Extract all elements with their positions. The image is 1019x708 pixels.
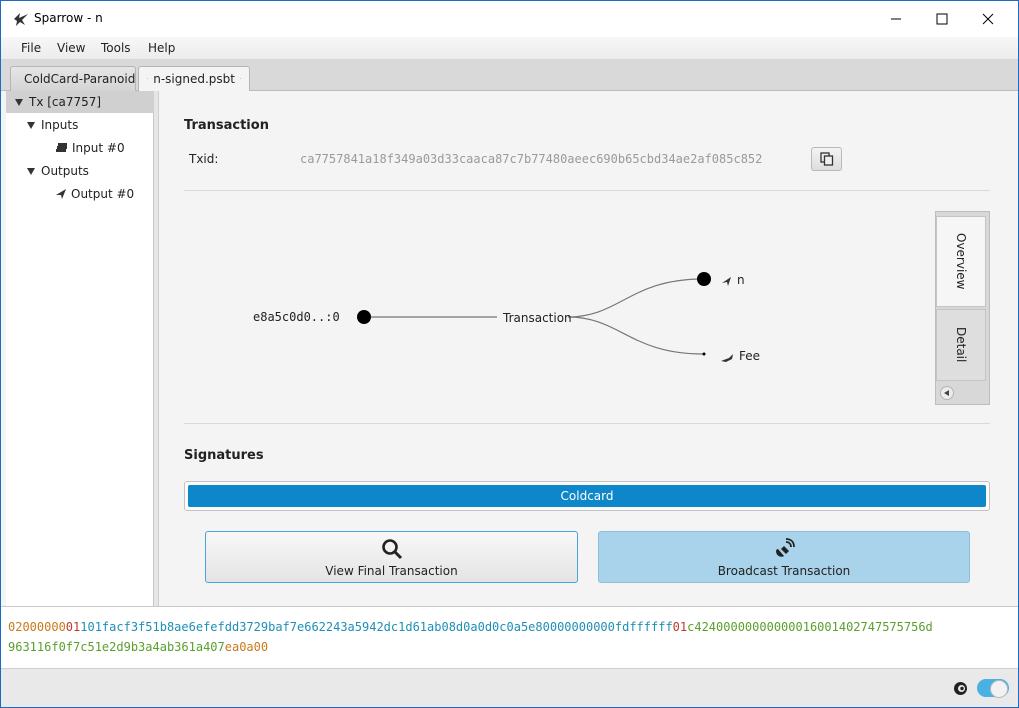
tree-item-output-0[interactable]: Output #0 xyxy=(6,183,154,205)
tree-item-inputs[interactable]: Inputs xyxy=(6,114,154,136)
chevron-down-icon[interactable] xyxy=(27,121,35,129)
transaction-heading: Transaction xyxy=(184,118,269,133)
hex-segment: c424000000000000 xyxy=(687,620,803,634)
tab-n-signed-psbt[interactable]: n-signed.psbt xyxy=(138,66,250,92)
connection-status-icon[interactable] xyxy=(953,681,968,696)
tree-item-input-0[interactable]: Input #0 xyxy=(6,137,154,159)
server-toggle[interactable] xyxy=(977,679,1009,698)
copy-txid-button[interactable] xyxy=(811,147,842,171)
transaction-diagram xyxy=(357,272,733,362)
chevron-down-icon[interactable] xyxy=(27,167,35,175)
close-icon xyxy=(982,13,994,25)
output-node[interactable] xyxy=(697,272,711,286)
tab-coldcard-paranoid[interactable]: ColdCard-Paranoid xyxy=(10,66,136,91)
hex-text: 0200000001101facf3f51b8ae6efefdd3729baf7… xyxy=(8,620,933,654)
broadcast-transaction-button[interactable]: Broadcast Transaction xyxy=(598,531,970,583)
menu-view[interactable]: View xyxy=(57,41,86,55)
hex-segment: 963116f0f7c51e2d9b3a4ab361a407 xyxy=(8,640,225,654)
hex-segment: 00000000 xyxy=(542,620,601,634)
tab-scroll-button[interactable] xyxy=(940,386,954,400)
tab-label: Overview xyxy=(954,233,968,290)
fee-icon xyxy=(721,354,733,362)
fee-node xyxy=(702,352,706,356)
transaction-panel: Transaction Txid: ca7757841a18f349a03d33… xyxy=(160,91,1018,606)
hex-segment: 16001402747575756d xyxy=(802,620,933,634)
menu-tools[interactable]: Tools xyxy=(101,41,131,55)
tree-item-tx[interactable]: Tx [ca7757] xyxy=(6,91,154,113)
close-window-button[interactable] xyxy=(965,1,1011,37)
send-icon xyxy=(722,277,731,286)
copy-icon xyxy=(819,152,833,166)
txid-label: Txid: xyxy=(189,152,219,166)
signatures-heading: Signatures xyxy=(184,448,264,463)
tree-item-label: Tx [ca7757] xyxy=(29,95,102,109)
tab-bar: ColdCard-Paranoid n-signed.psbt xyxy=(1,60,1018,92)
input-node[interactable] xyxy=(357,310,371,324)
title-bar: Sparrow - n xyxy=(1,1,1018,37)
divider xyxy=(184,423,990,424)
button-label: Broadcast Transaction xyxy=(717,564,851,578)
signatures-progress: Coldcard xyxy=(184,481,990,511)
hex-segment: 00 xyxy=(600,620,615,634)
hex-segment: 01 xyxy=(672,620,688,634)
output-label[interactable]: n xyxy=(737,273,745,287)
maximize-button[interactable] xyxy=(919,1,965,37)
send-icon xyxy=(56,189,66,199)
diagram-view-tabs: Overview Detail xyxy=(935,211,990,405)
minimize-icon xyxy=(891,18,901,20)
hex-segment: fdffffff xyxy=(614,620,673,634)
tab-label: Detail xyxy=(954,327,968,363)
view-final-transaction-button[interactable]: View Final Transaction xyxy=(205,531,578,583)
input-outpoint-label[interactable]: e8a5c0d0..:0 xyxy=(253,310,340,324)
coins-icon xyxy=(56,143,67,152)
hex-segment: 02000000 xyxy=(8,620,66,634)
tree-item-label: Inputs xyxy=(41,118,79,132)
status-bar xyxy=(1,668,1018,707)
hex-segment: 01 xyxy=(65,620,81,634)
close-tab-icon[interactable] xyxy=(240,74,241,83)
tab-label: n-signed.psbt xyxy=(153,72,235,86)
button-label: View Final Transaction xyxy=(325,564,458,578)
signer-bar-coldcard: Coldcard xyxy=(188,485,986,507)
transaction-tree: Tx [ca7757] Inputs Input #0 Outputs Outp… xyxy=(6,91,154,606)
transaction-node-label: Transaction xyxy=(503,311,572,325)
divider xyxy=(184,190,990,191)
menu-help[interactable]: Help xyxy=(148,41,176,55)
minimize-button[interactable] xyxy=(873,1,919,37)
menu-bar: File View Tools Help xyxy=(1,37,1018,60)
menu-file[interactable]: File xyxy=(21,41,42,55)
txid-value[interactable]: ca7757841a18f349a03d33caaca87c7b77480aee… xyxy=(300,152,763,166)
signer-label: Coldcard xyxy=(560,489,614,503)
satellite-icon xyxy=(776,538,795,557)
tree-item-label: Outputs xyxy=(41,164,89,178)
pane-splitter[interactable] xyxy=(154,91,159,606)
chevron-left-icon xyxy=(944,390,949,396)
fee-label: Fee xyxy=(739,349,761,363)
transaction-hex[interactable]: 0200000001101facf3f51b8ae6efefdd3729baf7… xyxy=(1,606,1018,668)
tab-overview[interactable]: Overview xyxy=(936,216,986,307)
send-icon xyxy=(147,77,149,80)
chevron-down-icon[interactable] xyxy=(15,98,23,106)
tab-detail[interactable]: Detail xyxy=(936,309,986,381)
tree-item-outputs[interactable]: Outputs xyxy=(6,160,154,182)
hex-segment: 101facf3f51b8ae6efefdd3729baf7e662243a59… xyxy=(80,620,543,634)
window-title: Sparrow - n xyxy=(34,11,103,25)
hex-segment: ea0a00 xyxy=(224,640,269,654)
sparrow-logo-icon xyxy=(14,13,28,26)
maximize-icon xyxy=(936,13,948,25)
tree-item-label: Input #0 xyxy=(72,141,125,155)
tab-label: ColdCard-Paranoid xyxy=(24,72,136,86)
search-icon xyxy=(381,539,402,560)
tree-item-label: Output #0 xyxy=(71,187,135,201)
